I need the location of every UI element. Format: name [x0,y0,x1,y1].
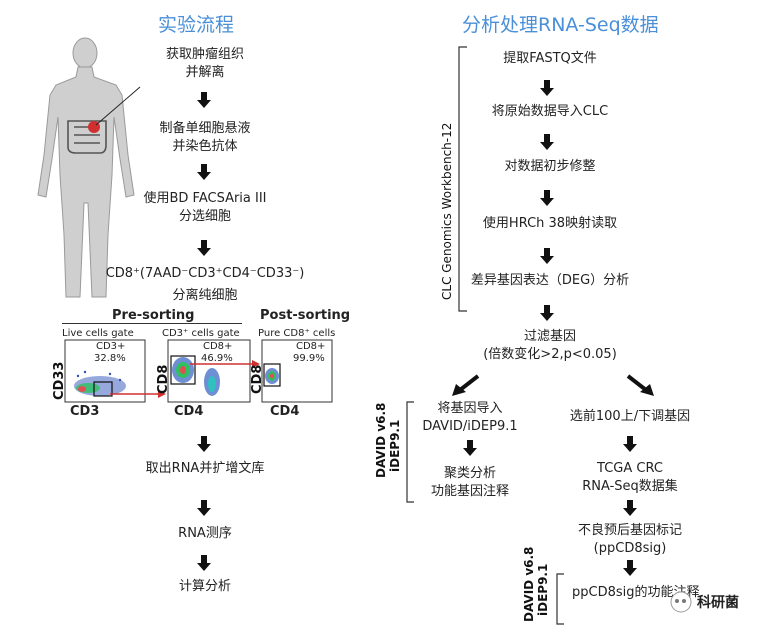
panel2-label: CD8+ [203,341,233,352]
panel2-gate-box [170,355,196,385]
post-sorting-label: Post-sorting [260,308,351,323]
panel3-gate-box [263,363,281,387]
step-text: RNA-Seq数据集 [582,479,678,494]
left-step-2: 制备单细胞悬液 并染色抗体 [130,120,280,156]
panel2-xaxis: CD4 [174,404,204,419]
step-text: 并解离 [185,65,225,80]
step-text: 不良预后基因标记 [577,523,682,538]
step-text: 制备单细胞悬液 [159,121,251,136]
panel1-xaxis: CD3 [70,404,100,419]
step-text: (倍数变化>2,p<0.05) [483,347,617,362]
down-arrow-icon [463,440,477,456]
panel3-scatter [265,368,279,384]
left-step-4: CD8⁺(7AAD⁻CD3⁺CD4⁻CD33⁻) 分离纯细胞 [95,265,315,305]
step-text: 聚类分析 [443,466,496,481]
step-text: 将基因导入 [437,401,503,416]
left-step-6: RNA测序 [178,526,232,541]
step-text: (ppCD8sig) [593,541,667,556]
right-step-2: 将原始数据导入CLC [491,104,609,119]
down-arrow-icon [197,436,211,452]
panel1-label: CD3+ [96,341,126,352]
facs-plots [64,339,333,403]
clc-side-label: CLC Genomics Workbench-12 [440,122,454,300]
red-arrow-icon [252,360,260,368]
pre-sorting-label: Pre-sorting [112,308,195,323]
down-arrow-icon [540,134,554,150]
watermark-text: 科研菌 [697,595,739,611]
step-text: 过滤基因 [523,329,576,344]
arrow-down-right-icon [626,374,654,396]
step-text: 获取肿瘤组织 [165,47,244,62]
branch-left-bracket [406,401,414,503]
down-arrow-icon [197,164,211,180]
branch-right-side-label-1: DAVID v6.8 [522,546,536,622]
panel2-value: 46.9% [201,353,233,364]
panel2-frame [167,339,251,403]
branch-right-step-3: 不良预后基因标记 (ppCD8sig) [560,522,700,558]
right-title: 分析处理RNA-Seq数据 [462,14,659,36]
down-arrow-icon [540,190,554,206]
left-title: 实验流程 [158,14,235,36]
step-text: 功能基因注释 [430,484,509,499]
panel2-gate: CD3⁺ cells gate [162,328,240,339]
step-text: DAVID/iDEP9.1 [422,419,518,434]
down-arrow-icon [197,240,211,256]
wechat-logo-icon [670,591,692,613]
right-step-3: 对数据初步修整 [504,159,596,174]
right-step-6: 过滤基因 (倍数变化>2,p<0.05) [460,328,640,364]
left-step-5: 取出RNA并扩增文库 [145,461,265,476]
panel3-yaxis: CD8 [250,364,265,394]
left-step-1: 获取肿瘤组织 并解离 [130,46,280,82]
human-body-illustration [37,37,141,298]
step-text: 分离纯细胞 [172,288,238,303]
panel2-yaxis: CD8 [156,364,171,394]
panel1-value: 32.8% [94,353,126,364]
down-arrow-icon [623,500,637,516]
step-text: 分选细胞 [178,209,231,224]
panel3-gate: Pure CD8⁺ cells [258,328,336,339]
step-text: TCGA CRC [597,461,663,476]
clc-bracket [458,46,467,312]
down-arrow-icon [197,500,211,516]
branch-right-bracket [556,573,564,625]
step-text: 并染色抗体 [172,139,238,154]
left-step-3: 使用BD FACSAria III 分选细胞 [120,190,290,226]
panel2-scatter [172,357,220,396]
down-arrow-icon [197,92,211,108]
pre-sorting-underline [62,323,242,324]
left-step-7: 计算分析 [178,579,231,594]
panel1-frame [64,339,146,403]
red-arrow-icon [158,390,166,398]
panel1-scatter [74,370,126,396]
branch-left-side-label-2: iDEP9.1 [388,419,402,472]
down-arrow-icon [623,560,637,576]
branch-left-step-1: 将基因导入 DAVID/iDEP9.1 [410,400,530,436]
branch-right-step-4: ppCD8sig的功能注释 [572,585,700,600]
arrow-down-left-icon [452,374,480,396]
step-text: 使用BD FACSAria III [143,191,267,206]
down-arrow-icon [623,436,637,452]
branch-left-side-label-1: DAVID v6.8 [374,402,388,478]
right-step-4: 使用HRCh 38映射读取 [482,216,618,231]
down-arrow-icon [197,555,211,571]
panel3-xaxis: CD4 [270,404,300,419]
branch-left-step-2: 聚类分析 功能基因注释 [410,465,530,501]
right-step-5: 差异基因表达（DEG）分析 [470,273,630,288]
panel1-gate: Live cells gate [62,328,134,339]
panel1-yaxis: CD33 [52,361,67,400]
down-arrow-icon [540,248,554,264]
panel3-value: 99.9% [293,353,325,364]
down-arrow-icon [540,305,554,321]
panel3-label: CD8+ [296,341,326,352]
step-text: CD8⁺(7AAD⁻CD3⁺CD4⁻CD33⁻) [105,266,305,281]
branch-right-side-label-2: iDEP9.1 [536,563,550,616]
branch-right-step-2: TCGA CRC RNA-Seq数据集 [560,460,700,496]
right-step-1: 提取FASTQ文件 [503,51,597,66]
panel3-frame [261,339,333,403]
down-arrow-icon [540,80,554,96]
panel1-gate-box [93,381,113,397]
branch-right-step-1: 选前100上/下调基因 [569,409,691,424]
